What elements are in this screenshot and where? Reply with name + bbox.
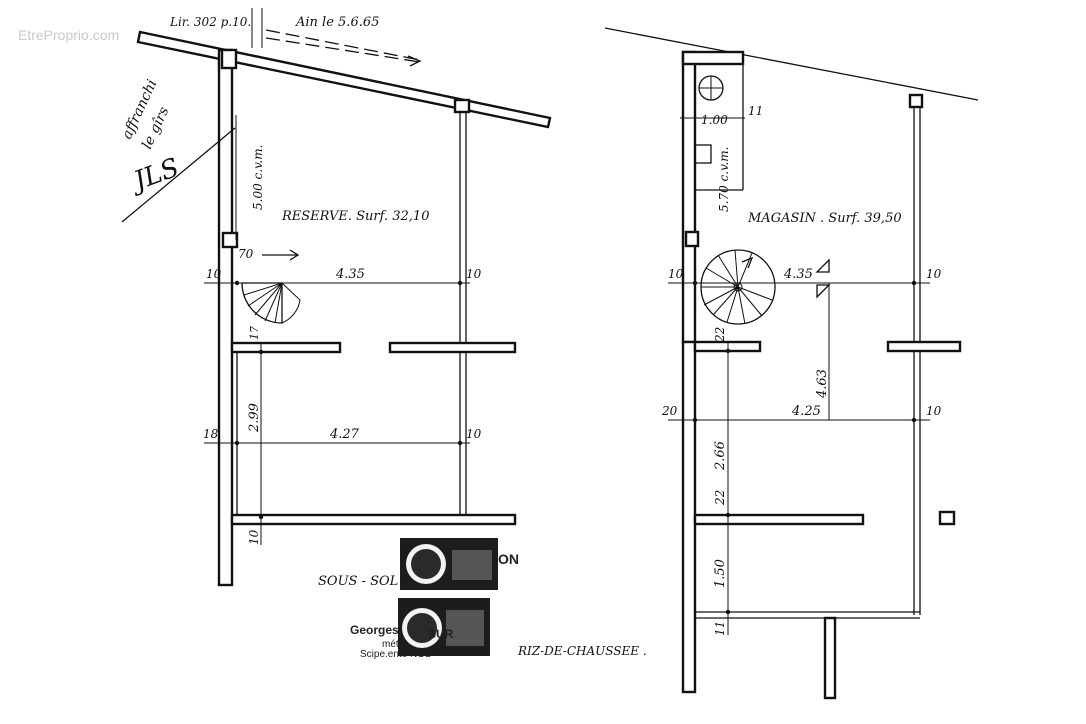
- right-dim-10a: 10: [668, 267, 684, 281]
- right-bottom-post: [823, 616, 837, 700]
- left-dim-10a: 10: [206, 267, 222, 281]
- right-partition-c: [693, 513, 865, 526]
- left-dim-435: 4.35: [335, 267, 365, 282]
- right-dim-10c: 10: [926, 404, 942, 418]
- svg-text:JLS: JLS: [125, 153, 183, 198]
- left-dim-299: 2.99: [247, 403, 262, 433]
- right-room-label: MAGASIN . Surf. 39,50: [747, 211, 902, 226]
- right-dim-100: 1.00: [701, 113, 728, 127]
- right-dim-22b: 22: [713, 490, 727, 506]
- left-plan: RESERVE. Surf. 32,10 5.00 c.v.m. 70 4.35…: [136, 30, 552, 589]
- fiscal-stamps: ON Georges SUR mét Scipe.ente NOL: [350, 538, 519, 660]
- left-post-right: [453, 98, 471, 114]
- right-partition-b: [886, 340, 962, 353]
- right-level-label: RIZ-DE-CHAUSSEE .: [517, 644, 647, 658]
- left-dim-18: 18: [203, 427, 219, 441]
- right-left-wall-lower: [681, 340, 697, 694]
- watermark: EtreProprio.com: [18, 27, 119, 43]
- right-wc-height: 5.70 c.v.m.: [717, 147, 731, 212]
- left-dim-10b: 10: [466, 267, 482, 281]
- date-note: Ain le 5.6.65: [295, 15, 379, 30]
- stamp-partial: ON: [498, 551, 519, 567]
- stamp-line2: mét: [382, 639, 399, 650]
- right-dim-150: 1.50: [713, 559, 728, 588]
- left-post-top: [220, 48, 238, 70]
- left-partition-b: [388, 341, 517, 354]
- right-dim-11: 11: [748, 104, 763, 118]
- right-dim-10b: 10: [926, 267, 942, 281]
- right-plan: 1.00 11 5.70 c.v.m. MAGASIN . Surf. 39,5…: [517, 27, 979, 700]
- left-bottom-wall: [230, 513, 517, 526]
- right-top-line: [604, 27, 979, 101]
- left-dim-10d: 10: [247, 529, 261, 545]
- left-dim-17: 17: [248, 326, 261, 340]
- left-post-mid: [221, 231, 239, 249]
- stamp-partial2: SUR: [428, 627, 454, 641]
- right-dim-20: 20: [661, 404, 678, 418]
- right-dim-463: 4.63: [815, 369, 830, 399]
- sink-icon: [694, 144, 712, 164]
- right-dim-435: 4.35: [783, 267, 813, 282]
- stamp-line3: Scipe.ente NOL: [360, 649, 431, 660]
- left-partition-a: [230, 341, 342, 354]
- left-dim-70: 70: [238, 247, 254, 261]
- right-dim-22a: 22: [713, 327, 727, 343]
- stamp-name: Georges: [350, 623, 399, 637]
- left-top-wall: [136, 30, 552, 129]
- right-dim-425: 4.25: [791, 404, 821, 419]
- left-spiral-stair: [241, 249, 305, 324]
- left-outer-wall: [217, 48, 234, 587]
- right-left-wall-upper: [681, 50, 697, 344]
- right-dim-266: 2.66: [713, 441, 728, 471]
- right-spiral-stair: [700, 249, 776, 325]
- ref-note: Lir. 302 p.10.: [169, 15, 251, 29]
- left-level-label: SOUS - SOL: [318, 574, 398, 589]
- left-height-label: 5.00 c.v.m.: [251, 145, 265, 210]
- left-dim-10c: 10: [466, 427, 482, 441]
- left-dim-427: 4.27: [329, 427, 360, 442]
- left-room-label: RESERVE. Surf. 32,10: [281, 209, 429, 224]
- right-dim-11b: 11: [713, 621, 727, 636]
